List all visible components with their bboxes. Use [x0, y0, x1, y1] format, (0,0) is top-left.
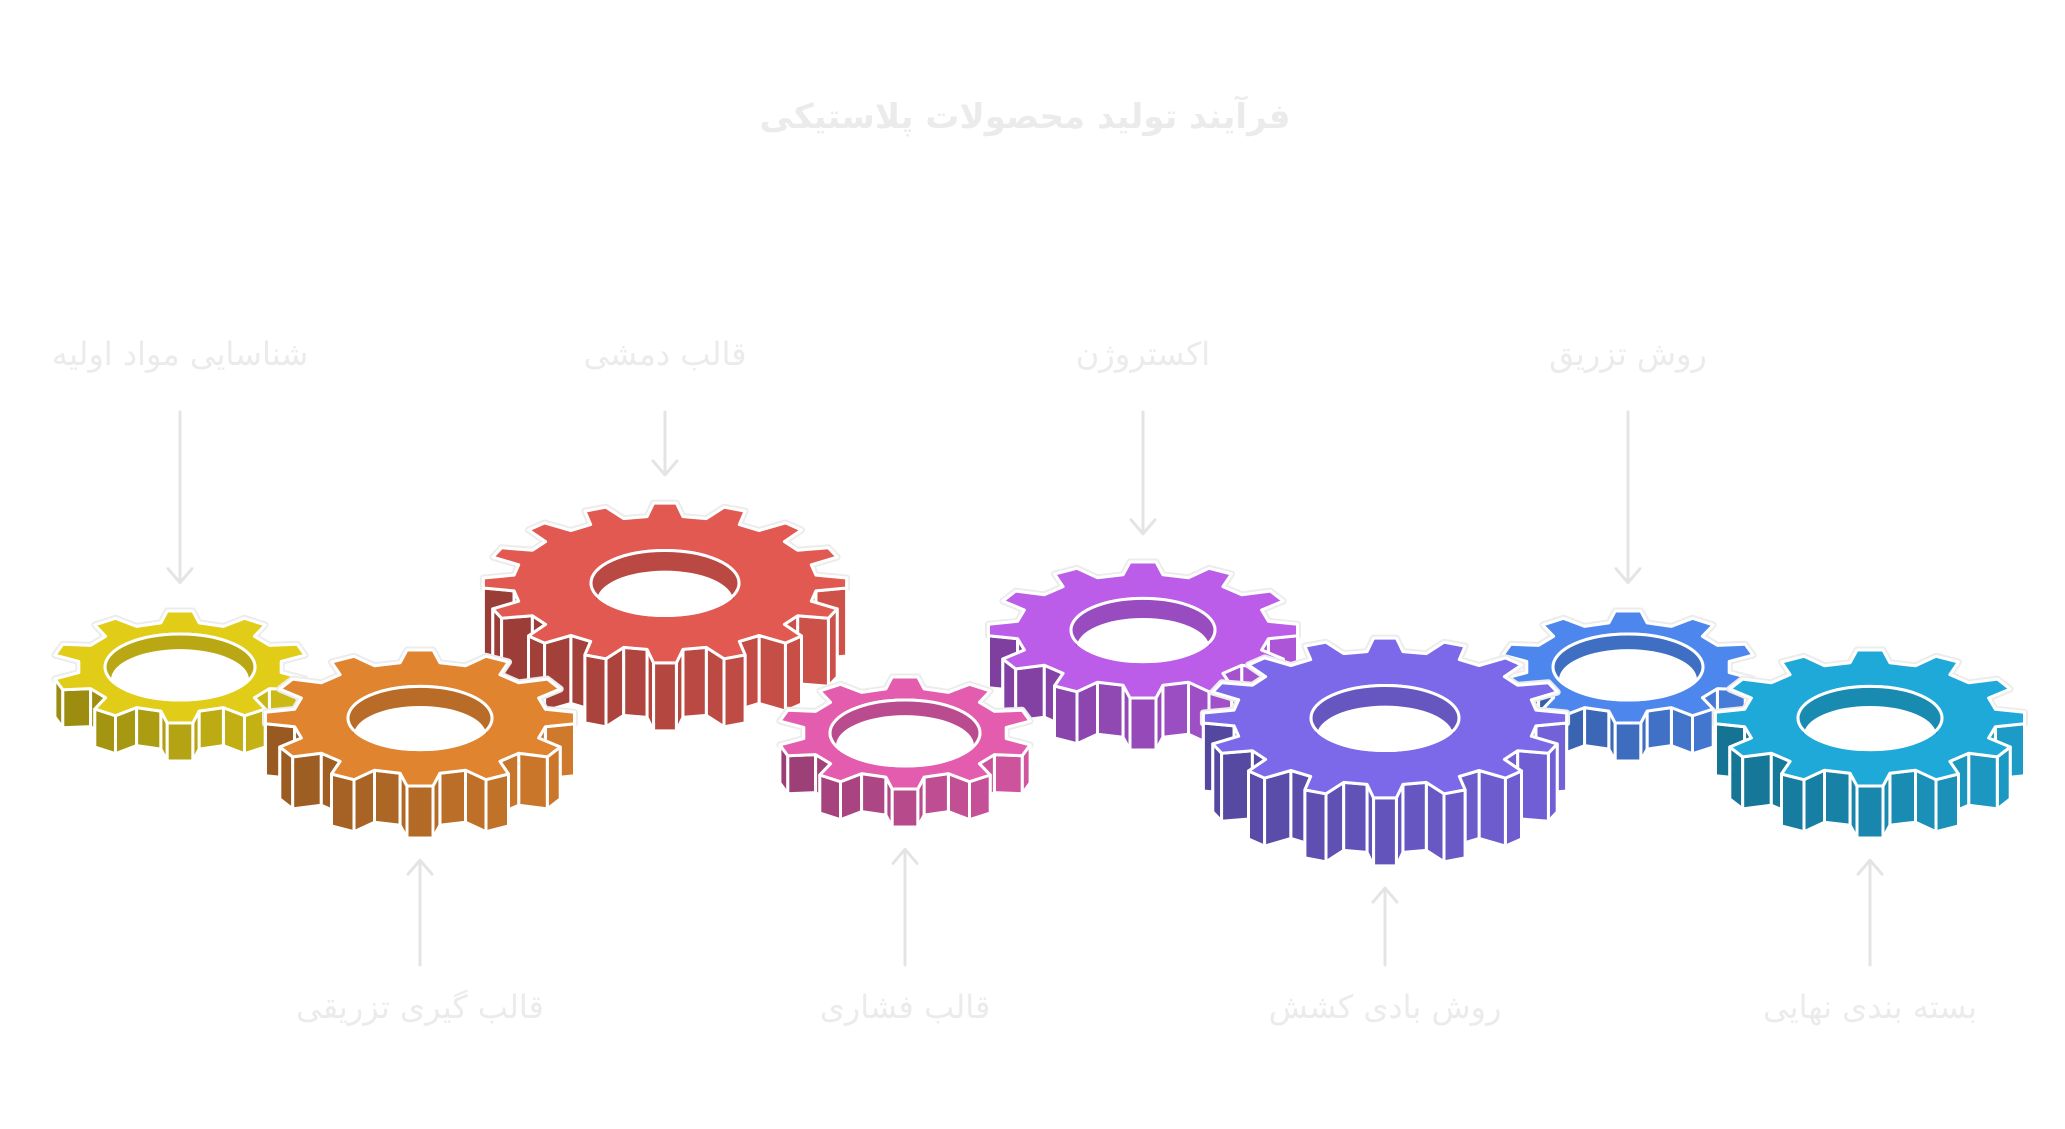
gears-layer — [51, 499, 2028, 868]
gear-4-side — [992, 753, 1024, 796]
diagram-title: فرآیند تولید محصولات پلاستیکی — [759, 95, 1290, 137]
gear-6-inner-wall — [1311, 685, 1459, 736]
gear-6-side — [1442, 788, 1467, 864]
gear-6-side — [1342, 780, 1369, 854]
gear-6-side — [1263, 769, 1293, 848]
gear-2-side — [517, 751, 549, 811]
gear-5-side — [1128, 696, 1158, 752]
step-label-6: روش بادی کشش — [1269, 988, 1502, 1026]
arrow-2 — [406, 858, 434, 967]
step-label-4: قالب فشاری — [820, 988, 990, 1026]
arrows-layer — [166, 410, 1884, 967]
gear-8-side — [1934, 772, 1960, 834]
gear-4-side — [860, 772, 888, 817]
gear-2-side — [291, 751, 323, 811]
gear-8-side — [1823, 768, 1852, 827]
gear-1-side — [135, 706, 163, 751]
gear-8 — [1712, 646, 2028, 840]
gear-3-side — [543, 634, 573, 713]
arrow-3 — [651, 410, 679, 477]
gear-3-inner-wall — [591, 550, 739, 601]
gear-6-side — [1503, 769, 1523, 848]
gear-2-inner-wall — [348, 686, 492, 736]
gear-6 — [1199, 634, 1571, 868]
step-label-3: قالب دمشی — [584, 335, 747, 373]
gear-7-side — [1645, 706, 1673, 751]
gear-2-side — [405, 784, 435, 840]
arrow-7 — [1614, 410, 1642, 585]
gear-3-side — [722, 653, 747, 729]
gear-6-side — [1424, 780, 1446, 864]
step-label-8: بسته بندی نهایی — [1763, 988, 1977, 1026]
gear-1-inner-wall — [105, 634, 255, 680]
step-label-2: قالب گیری تزریقی — [296, 988, 544, 1026]
gear-1-side — [165, 721, 195, 763]
gear-5-side — [1096, 680, 1125, 739]
step-label-1: شناسایی مواد اولیه — [52, 335, 308, 373]
gear-6-side — [1303, 788, 1328, 864]
gear-4-side — [890, 787, 920, 829]
gear-2-side — [373, 768, 402, 827]
gear-6-side — [1477, 769, 1507, 848]
step-labels: شناسایی مواد اولیه قالب گیری تزریقی قالب… — [52, 335, 1977, 1026]
gear-6-side — [1401, 780, 1428, 854]
gear-5-side — [1053, 684, 1079, 746]
gear-1-side — [197, 706, 225, 751]
step-label-7: روش تزریق — [1549, 335, 1707, 373]
gear-5-inner-wall — [1071, 598, 1215, 648]
gear-8-side — [1967, 751, 1999, 811]
gear-8-side — [1855, 784, 1885, 840]
gear-3-side — [652, 661, 678, 733]
gear-8-inner-wall — [1798, 686, 1942, 736]
gear-3-side — [681, 645, 708, 719]
gear-6-side — [1247, 769, 1267, 848]
gear-1-side — [61, 687, 93, 730]
gear-3-side — [604, 645, 626, 729]
gear-8-side — [1780, 772, 1806, 834]
gear-3-side — [757, 634, 787, 713]
gear-4-side — [786, 753, 818, 796]
gear-7-side — [1613, 721, 1643, 763]
gear-4-inner-wall — [830, 700, 980, 746]
gear-8-side — [1741, 751, 1773, 811]
gear-2-side — [438, 768, 467, 827]
gear-2 — [262, 646, 578, 840]
gear-2-side — [484, 772, 510, 834]
gear-7-inner-wall — [1553, 634, 1703, 680]
arrow-4 — [891, 847, 919, 967]
gear-3-side — [622, 645, 649, 719]
gear-6-side — [1372, 796, 1398, 868]
gear-6-side — [1324, 780, 1346, 864]
arrow-5 — [1129, 410, 1157, 536]
gear-8-side — [1888, 768, 1917, 827]
arrow-8 — [1856, 858, 1884, 967]
gear-5-side — [1161, 680, 1190, 739]
gear-3-side — [783, 634, 803, 713]
gear-4 — [776, 673, 1034, 829]
gear-3-side — [583, 653, 608, 729]
gear-7-side — [1583, 706, 1611, 751]
step-label-5: اکستروژن — [1076, 335, 1210, 373]
arrow-6 — [1371, 886, 1399, 967]
gear-2-side — [330, 772, 356, 834]
arrow-1 — [166, 410, 194, 585]
gear-1 — [51, 607, 309, 763]
gear-4-side — [922, 772, 950, 817]
gear-3-side — [704, 645, 726, 729]
